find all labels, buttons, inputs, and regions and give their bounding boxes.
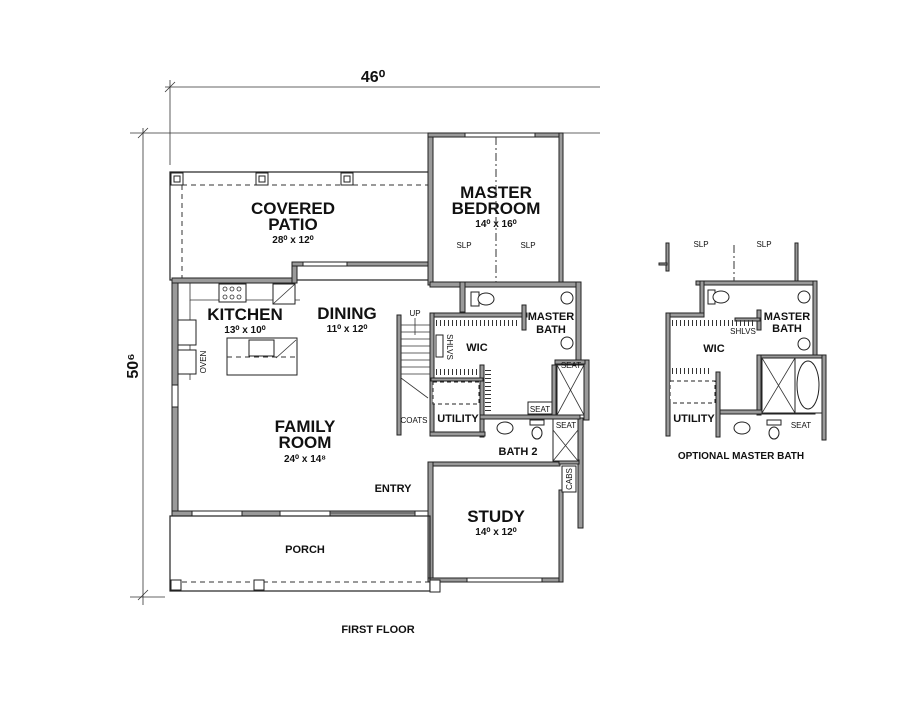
study-size: 14⁰ x 12⁰ [475,527,516,538]
oven-label: OVEN [199,350,208,373]
closet-rods [436,320,520,412]
optional-wic-label: WIC [703,343,724,355]
sink-icon [248,339,275,357]
utility-label: UTILITY [437,413,479,425]
family-room-size: 24⁰ x 14⁸ [284,454,326,465]
porch-label: PORCH [285,544,325,556]
optional-seat-label: SEAT [791,421,811,430]
dining-size: 11⁰ x 12⁰ [327,324,368,335]
bath2-label: BATH 2 [499,446,538,458]
oven-icon [177,349,197,375]
family-room-label: FAMILY [275,417,336,436]
refrigerator-icon [177,319,197,346]
optional-master-bath-title: OPTIONAL MASTER BATH [678,451,804,462]
optional-slp-label: SLP [693,240,708,249]
master-bath-label-2: BATH [536,324,566,336]
bath-fixtures [432,291,585,493]
overall-depth-label: 50⁶ [125,353,142,378]
shlvs-label: SHLVS [445,334,454,360]
optional-master-bath-plan [658,242,827,441]
study-label: STUDY [467,507,525,526]
seat-label: SEAT [556,421,576,430]
seat-label: SEAT [530,405,550,414]
slp-label: SLP [520,241,535,250]
dining-label: DINING [317,304,377,323]
wic-label: WIC [466,342,487,354]
optional-master-bath-label-2: BATH [772,323,802,335]
first-floor-title: FIRST FLOOR [341,624,414,636]
optional-master-bath-label: MASTER [764,311,811,323]
kitchen-size: 13⁰ x 10⁰ [224,325,265,336]
slp-label: SLP [456,241,471,250]
covered-patio-size: 28⁰ x 12⁰ [272,235,313,246]
cooktop-icon [218,283,247,303]
entry-label: ENTRY [375,483,413,495]
kitchen-fixtures [177,283,300,380]
optional-utility-label: UTILITY [673,413,715,425]
seat-label: SEAT [561,361,581,370]
family-room-label-2: ROOM [279,433,332,452]
optional-slp-label: SLP [756,240,771,249]
optional-shlvs-label: SHLVS [730,327,756,336]
kitchen-label: KITCHEN [207,305,283,324]
covered-patio-label-2: PATIO [268,215,317,234]
covered-patio-label: COVERED [251,199,335,218]
up-label: UP [409,309,420,318]
overall-width-label: 46⁰ [361,69,386,86]
stairs [400,318,430,399]
dimension-lines [130,80,600,605]
porch-structure [169,515,441,593]
cabs-label: CABS [565,468,574,490]
coats-label: COATS [401,416,428,425]
master-bath-label: MASTER [528,311,575,323]
